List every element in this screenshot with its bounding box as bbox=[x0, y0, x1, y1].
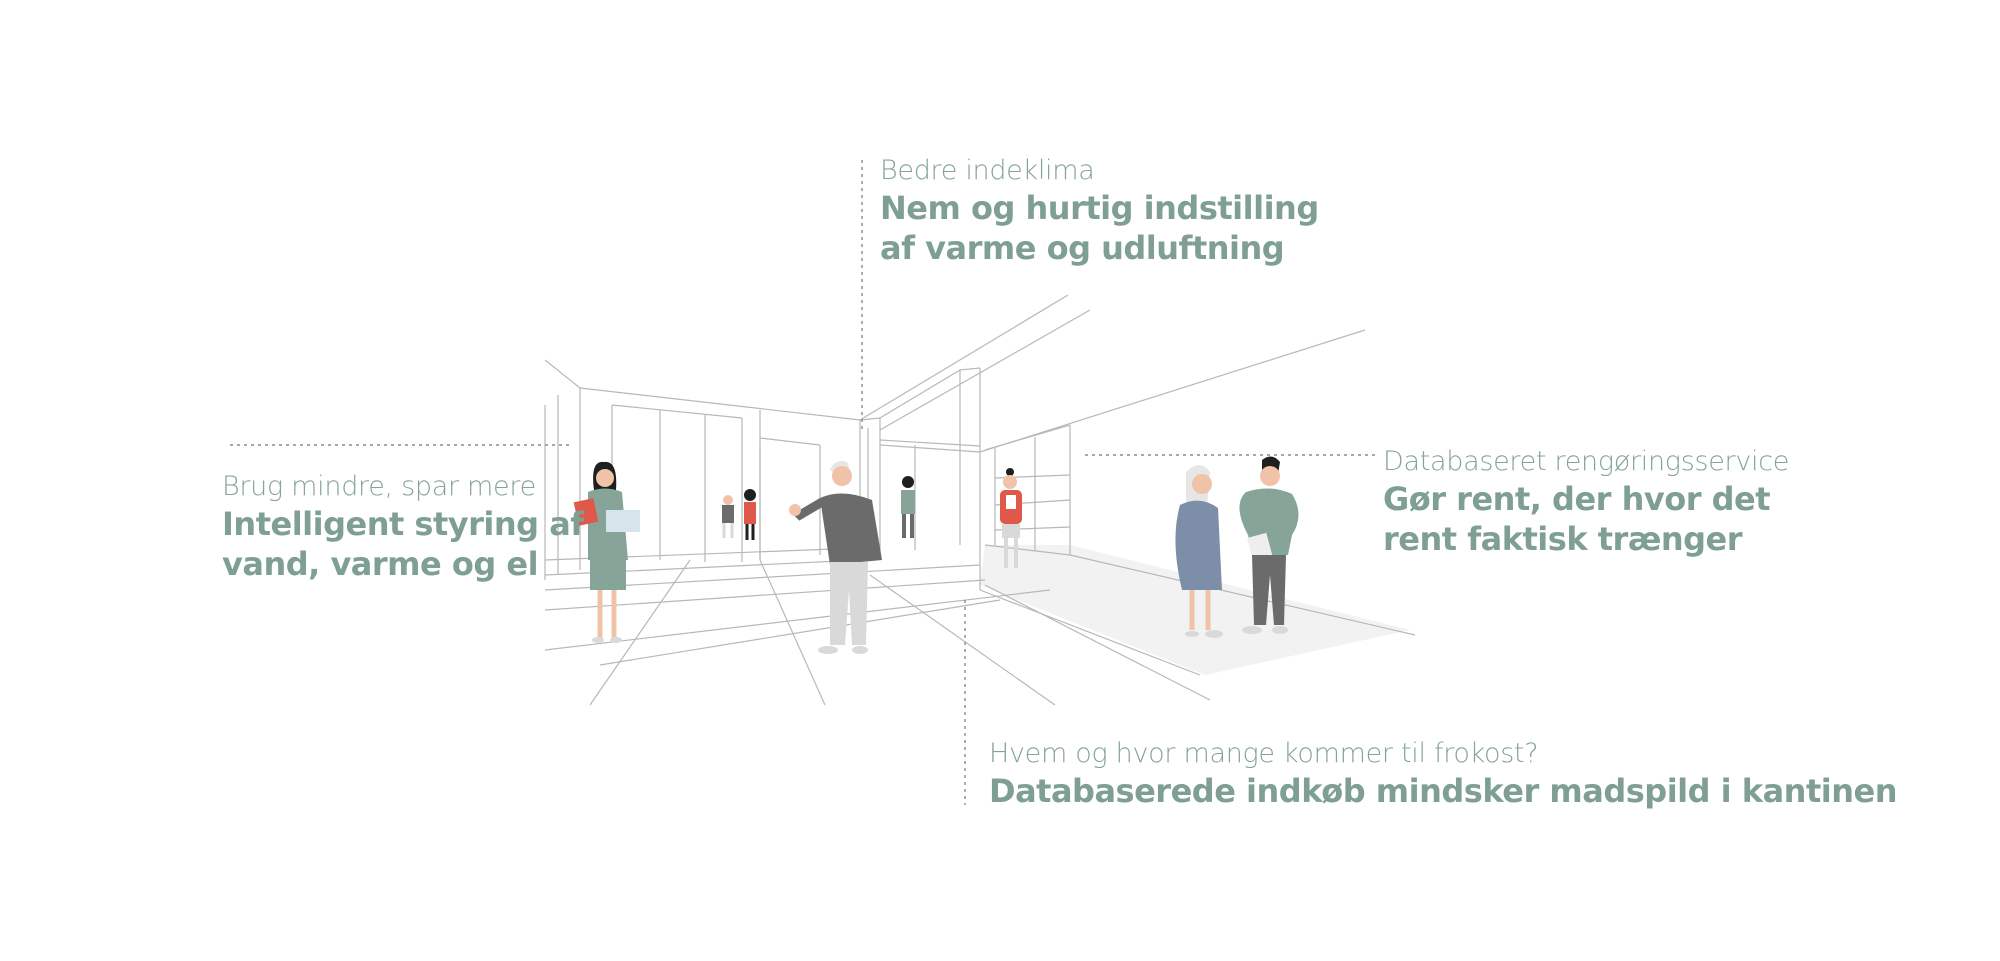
person-holding-cup-icon bbox=[789, 461, 882, 654]
callout-save: Brug mindre, spar mere Intelligent styri… bbox=[222, 470, 584, 584]
right-room-floor bbox=[980, 545, 1410, 675]
person-with-hair-bun-icon bbox=[1000, 468, 1022, 568]
callout-climate-heading-line2: af varme og udluftning bbox=[880, 229, 1285, 267]
callout-clean-subtitle: Databaseret rengøringsservice bbox=[1383, 446, 1790, 477]
callout-climate-heading-line1: Nem og hurtig indstilling bbox=[880, 189, 1319, 227]
callout-clean: Databaseret rengøringsservice Gør rent, … bbox=[1383, 445, 1789, 559]
person-with-laptop-icon bbox=[573, 461, 640, 643]
callout-climate: Bedre indeklima Nem og hurtig indstillin… bbox=[880, 154, 1319, 268]
callout-clean-heading-line1: Gør rent, der hvor det bbox=[1383, 480, 1771, 518]
elderly-woman-icon bbox=[1175, 465, 1223, 638]
callout-climate-subtitle: Bedre indeklima bbox=[880, 155, 1095, 186]
callout-lunch-subtitle: Hvem og hvor mange kommer til frokost? bbox=[989, 738, 1539, 769]
callout-save-heading-line1: Intelligent styring af bbox=[222, 505, 584, 543]
man-with-paper-icon bbox=[1239, 456, 1299, 634]
callout-save-subtitle: Brug mindre, spar mere bbox=[222, 471, 536, 502]
leader-lines bbox=[230, 160, 1375, 805]
architecture-lines bbox=[544, 294, 1416, 706]
callout-lunch: Hvem og hvor mange kommer til frokost? D… bbox=[989, 737, 1897, 811]
callout-save-heading-line2: vand, varme og el bbox=[222, 545, 539, 583]
callout-lunch-heading-line1: Databaserede indkøb mindsker madspild i … bbox=[989, 772, 1897, 810]
background-person-icon bbox=[722, 476, 915, 540]
callout-clean-heading-line2: rent faktisk trænger bbox=[1383, 520, 1743, 558]
